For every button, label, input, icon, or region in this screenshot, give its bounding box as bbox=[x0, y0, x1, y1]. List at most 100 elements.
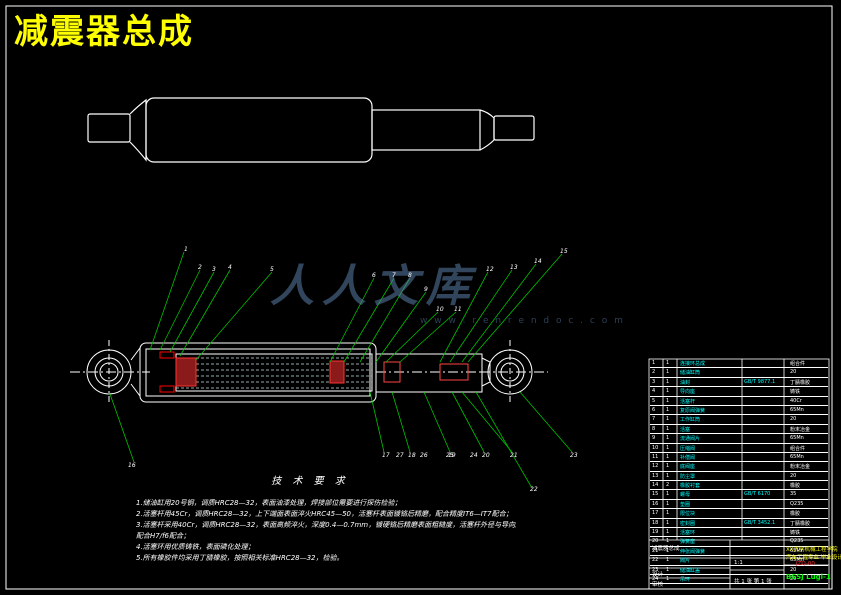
part-callout-number: 10 bbox=[436, 306, 444, 313]
leader-lines bbox=[109, 251, 573, 489]
bom-cell-qty: 1 bbox=[666, 472, 670, 479]
bom-cell-qty: 1 bbox=[666, 463, 670, 470]
sheet-count: 共 1 张 第 1 张 bbox=[734, 579, 772, 585]
bom-cell-material: 丁腈橡胶 bbox=[790, 520, 811, 527]
drawing-number: JZQ-00 bbox=[796, 561, 815, 567]
code-id: BSSJ Lugl-1 bbox=[786, 573, 831, 581]
bom-cell-no: 21 bbox=[652, 547, 659, 554]
tech-note: 配合H7/f6配合； bbox=[136, 532, 190, 540]
bom-cell-qty: 1 bbox=[666, 519, 670, 526]
bom-cell-no: 18 bbox=[652, 519, 659, 526]
bom-cell-material: 组合件 bbox=[790, 445, 806, 452]
bom-cell-name: 伸张阀弹簧 bbox=[680, 548, 706, 555]
bom-cell-no: 23 bbox=[652, 566, 659, 573]
bom-cell-no: 20 bbox=[652, 538, 659, 545]
sheet-border bbox=[5, 5, 833, 590]
bom-cell-name: 防尘罩 bbox=[680, 473, 696, 480]
bom-cell-no: 8 bbox=[652, 425, 656, 432]
tech-requirements-title: 技 术 要 求 bbox=[271, 476, 349, 487]
bom-cell-name: 油封 bbox=[680, 379, 691, 386]
bom-cell-no: 1 bbox=[652, 360, 656, 366]
bom-cell-name: 活塞杆 bbox=[680, 398, 696, 405]
bom-cell-material: Q235 bbox=[790, 500, 804, 507]
bom-cell-material: 20 bbox=[790, 566, 797, 573]
drawing-title: 减震器总成 bbox=[14, 12, 194, 52]
bom-cell-no: 9 bbox=[652, 435, 656, 442]
part-callout-number: 7 bbox=[392, 272, 396, 279]
bom-cell-no: 22 bbox=[652, 557, 659, 564]
bom-cell-name: 储油缸筒 bbox=[680, 370, 701, 377]
bom-cell-material: 20 bbox=[790, 472, 797, 479]
bom-cell-no: 6 bbox=[652, 406, 656, 413]
part-callout-number: 6 bbox=[372, 272, 376, 279]
bom-cell-qty: 1 bbox=[666, 388, 670, 395]
bom-cell-no: 24 bbox=[652, 575, 659, 582]
bom-cell-no: 3 bbox=[652, 378, 656, 385]
part-callout-number: 9 bbox=[424, 286, 428, 293]
outline-view bbox=[87, 97, 535, 163]
bom-cell-material: 40Cr bbox=[790, 397, 802, 404]
part-callout-number: 13 bbox=[510, 264, 518, 271]
bom-cell-name: 底阀座 bbox=[680, 464, 696, 471]
bom-cell-qty: 1 bbox=[666, 575, 670, 582]
bom-cell-name: 补偿阀 bbox=[680, 454, 696, 461]
bom-cell-name: 垫圈 bbox=[680, 501, 691, 508]
bom-cell-qty: 1 bbox=[666, 416, 670, 423]
bom-cell-material: 20 bbox=[790, 416, 797, 423]
bom-cell-no: 15 bbox=[652, 491, 659, 498]
bom-cell-qty: 2 bbox=[666, 482, 670, 489]
part-callout-number: 14 bbox=[534, 258, 542, 265]
bom-cell-name: 流通阀片 bbox=[680, 436, 701, 443]
tech-requirements-notes: 1.储油缸用20号钢，调质HRC28—32，表面油漆处理，焊接部位需要进行探伤检… bbox=[136, 498, 516, 564]
bom-cell-no: 14 bbox=[652, 482, 659, 489]
tech-note: 4.活塞环用优质铸铁，表面磷化处理； bbox=[136, 543, 255, 551]
bom-cell-no: 16 bbox=[652, 500, 659, 507]
bom-cell-name: 复原阀弹簧 bbox=[680, 407, 706, 414]
part-callout-number: 27 bbox=[396, 452, 404, 459]
bom-cell-name: 活塞环 bbox=[680, 530, 696, 537]
tech-note: 3.活塞杆采用40Cr，调质HRC28—32，表面高频淬火，深度0.4—0.7m… bbox=[136, 521, 516, 529]
bom-cell-name: 橡胶衬套 bbox=[680, 483, 701, 490]
part-callout-number: 23 bbox=[570, 452, 578, 459]
bom-cell-name: 导向座 bbox=[680, 389, 696, 396]
tech-note: 1.储油缸用20号钢，调质HRC28—32，表面油漆处理，焊接部位需要进行探伤检… bbox=[136, 499, 402, 507]
bom-cell-name: 阀片 bbox=[680, 558, 691, 565]
bom-cell-material: 橡胶 bbox=[790, 511, 801, 518]
bom-cell-no: 19 bbox=[652, 529, 659, 536]
bom-cell-material: 65Mn bbox=[790, 547, 804, 554]
bom-cell-name: 吊环 bbox=[680, 576, 691, 583]
school-line-2: 汽车工程专业 毕业设计 bbox=[786, 555, 841, 561]
part-callout-number: 15 bbox=[560, 248, 568, 255]
bom-cell-name: 限位块 bbox=[680, 511, 696, 518]
bom-cell-material: 组合件 bbox=[790, 361, 806, 367]
bom-cell-material: 65Mn bbox=[790, 435, 804, 442]
bom-cell-no: 11 bbox=[652, 453, 659, 460]
section-view bbox=[70, 340, 548, 404]
part-callout-number: 25 bbox=[446, 452, 454, 459]
part-callout-number: 24 bbox=[470, 452, 478, 459]
bom-cell-name: 工作缸筒 bbox=[680, 417, 701, 424]
part-callout-number: 17 bbox=[382, 452, 390, 459]
bom-cell-qty: 1 bbox=[666, 369, 670, 376]
bom-cell-qty: 1 bbox=[666, 397, 670, 404]
school-line-1: XX大学机械工程学院 bbox=[786, 547, 838, 553]
bom-cell-material: 20 bbox=[790, 369, 797, 376]
part-callout-number: 19 bbox=[448, 452, 456, 459]
bom-cell-name: 压缩阀 bbox=[680, 445, 696, 452]
part-callout-number: 8 bbox=[408, 272, 412, 279]
watermark-text: 人人文库 bbox=[270, 261, 478, 312]
bom-cell-qty: 1 bbox=[666, 529, 670, 536]
